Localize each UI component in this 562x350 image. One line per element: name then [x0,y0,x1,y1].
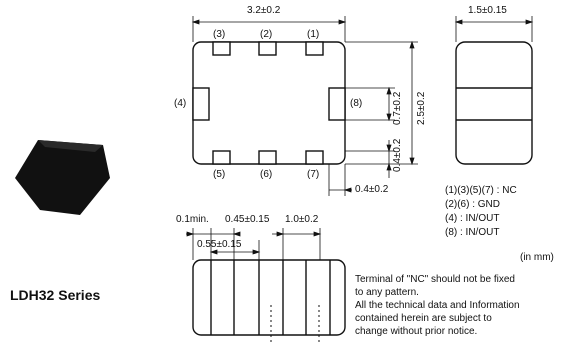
pin-legend: (1)(3)(5)(7) : NC (2)(6) : GND (4) : IN/… [445,184,517,240]
legend-item: (8) : IN/OUT [445,227,500,238]
note-line: contained herein are subject to [355,313,492,324]
dim-bottom [186,228,322,260]
pin-1-label: (1) [307,29,320,40]
dim-pitch-label: 0.7±0.2 [392,91,403,125]
top-view [192,41,346,165]
dim-right [328,40,418,196]
dim-side-width-label: 1.5±0.15 [468,5,507,16]
pin-7-label: (7) [307,169,320,180]
pin-4-label: (4) [174,98,187,109]
side-view [455,41,533,165]
chip-3d-image [15,140,110,215]
note-line: Terminal of "NC" should not be fixed [355,274,515,285]
note-line: All the technical data and Information [355,300,520,311]
unit-note: (in mm) [520,252,554,263]
dim-height-label: 2.5±0.2 [416,91,427,125]
bottom-view [192,259,346,336]
legend-item: (2)(6) : GND [445,199,500,210]
pin-6-label: (6) [260,169,273,180]
dim-pad-height-label: 0.4±0.2 [392,138,403,172]
note-line: change without prior notice. [355,326,478,337]
series-title: LDH32 Series [10,287,101,303]
dim-top-width [191,16,347,42]
legend-item: (1)(3)(5)(7) : NC [445,185,517,196]
dim-side-width [454,16,534,42]
dim-top-width-label: 3.2±0.2 [247,5,281,16]
pin-5-label: (5) [213,169,226,180]
pin-2-label: (2) [260,29,273,40]
pin-8-label: (8) [350,98,363,109]
dim-bottom-inner-label: 0.55±0.15 [197,239,242,250]
disclaimer-note: Terminal of "NC" should not be fixed to … [355,273,560,338]
pin-3-label: (3) [213,29,226,40]
note-line: to any pattern. [355,287,419,298]
legend-item: (4) : IN/OUT [445,213,500,224]
bottom-dotted [270,305,320,345]
dim-bottom-gap-label: 0.45±0.15 [225,214,270,225]
dim-bottom-width-label: 1.0±0.2 [285,214,319,225]
dim-bottom-min-label: 0.1min. [176,214,209,225]
dim-pad-offset-label: 0.4±0.2 [355,184,389,195]
